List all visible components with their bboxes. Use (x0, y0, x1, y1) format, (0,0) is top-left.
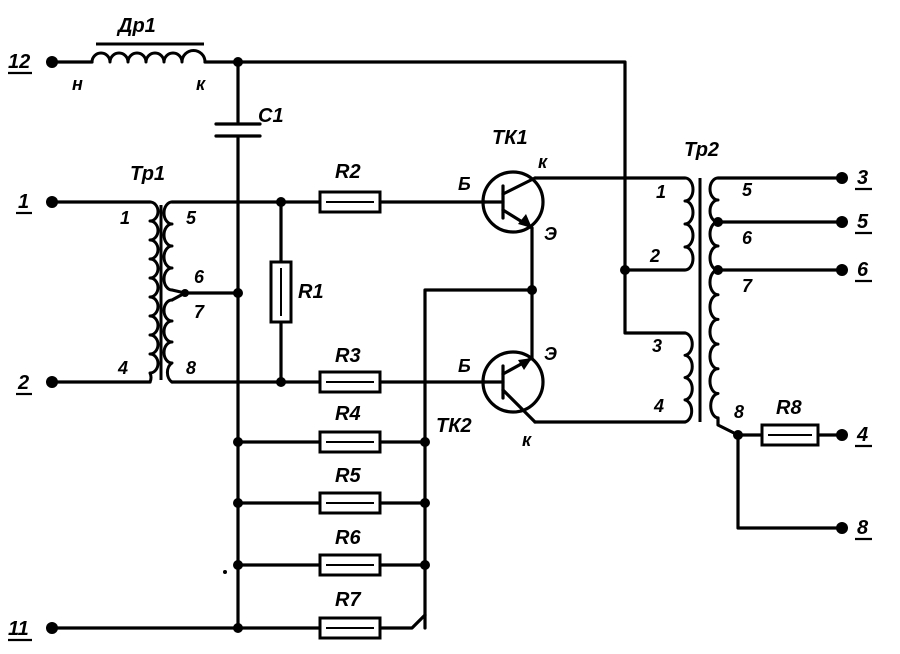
choke-dr1 (90, 42, 207, 64)
capacitor-c1 (214, 122, 262, 138)
transistor-tk1 (481, 170, 545, 234)
terminal-label-4: 4 (856, 424, 868, 446)
wire-tr2-3 (623, 268, 687, 335)
tk1-collector-label: к (538, 152, 548, 172)
choke-start-label: н (72, 74, 83, 94)
r7-label: R7 (335, 589, 361, 611)
resistor-r6 (318, 553, 382, 577)
tr1-label: Тр1 (130, 163, 165, 185)
terminal-label-1: 1 (18, 191, 29, 213)
tr1-pin-6: 6 (194, 267, 205, 287)
wire-r7 (50, 613, 427, 630)
tr1-pin-7: 7 (194, 302, 205, 322)
r4-label: R4 (335, 403, 361, 425)
choke-label: Др1 (116, 15, 156, 37)
r3-label: R3 (335, 345, 361, 367)
transformer-tr2 (683, 176, 720, 424)
r8-label: R8 (776, 397, 802, 419)
tk2-base-label: Б (458, 356, 471, 376)
terminal-label-8: 8 (857, 517, 869, 539)
tk2-collector-label: к (522, 430, 532, 450)
terminal-label-2: 2 (17, 372, 29, 394)
wire-emitter-bus (423, 288, 534, 630)
capacitor-label: С1 (258, 105, 284, 127)
choke-end-label: к (196, 74, 206, 94)
tr2-pin-1: 1 (656, 182, 666, 202)
tr2-pin-4: 4 (653, 396, 664, 416)
resistor-r1 (269, 260, 293, 324)
resistor-r2 (318, 190, 382, 214)
terminal-label-11: 11 (8, 618, 29, 640)
tr1-pin-5: 5 (186, 208, 197, 228)
terminal-label-6: 6 (857, 259, 869, 281)
terminal-label-12: 12 (8, 51, 30, 73)
tk1-base-label: Б (458, 174, 471, 194)
r5-label: R5 (335, 465, 361, 487)
tr2-pin-5: 5 (742, 180, 753, 200)
tr1-pin-4: 4 (117, 358, 128, 378)
resistor-r4 (318, 430, 382, 454)
tr2-pin-3: 3 (652, 336, 662, 356)
wires (50, 60, 844, 630)
resistor-r3 (318, 370, 382, 394)
terminal-label-3: 3 (857, 167, 868, 189)
tr2-pin-6: 6 (742, 228, 753, 248)
junction-dots (181, 57, 743, 633)
resistors (269, 190, 820, 640)
wire-out-8 (736, 433, 844, 530)
wire-top-rail (203, 60, 627, 272)
r6-label: R6 (335, 527, 361, 549)
terminal-label-5: 5 (857, 211, 869, 233)
tk2-label: ТК2 (436, 415, 472, 437)
tk1-emitter-label: Э (544, 224, 557, 244)
resistor-r8 (760, 423, 820, 447)
resistor-r7 (318, 616, 382, 640)
terminal-labels: 12 1 2 11 3 5 6 4 8 (8, 51, 872, 642)
r1-label: R1 (298, 281, 324, 303)
transistor-tk2 (481, 350, 545, 424)
wire-tr2-8 (716, 416, 740, 437)
tk2-emitter-label: Э (544, 344, 557, 364)
tr2-pin-7: 7 (742, 276, 753, 296)
resistor-r5 (318, 491, 382, 515)
tr1-pin-8: 8 (186, 358, 196, 378)
transformer-tr1 (148, 200, 187, 384)
tr1-pin-1: 1 (120, 208, 130, 228)
tr2-pin-8: 8 (734, 402, 744, 422)
tr2-label: Тр2 (684, 139, 719, 161)
tr2-pin-2: 2 (649, 246, 660, 266)
component-labels: Др1 н к С1 Тр1 1 4 5 6 7 8 R2 R1 R3 R4 R… (72, 15, 802, 611)
tk1-label: ТК1 (492, 127, 528, 149)
terminal-dots (46, 56, 848, 634)
r2-label: R2 (335, 161, 361, 183)
